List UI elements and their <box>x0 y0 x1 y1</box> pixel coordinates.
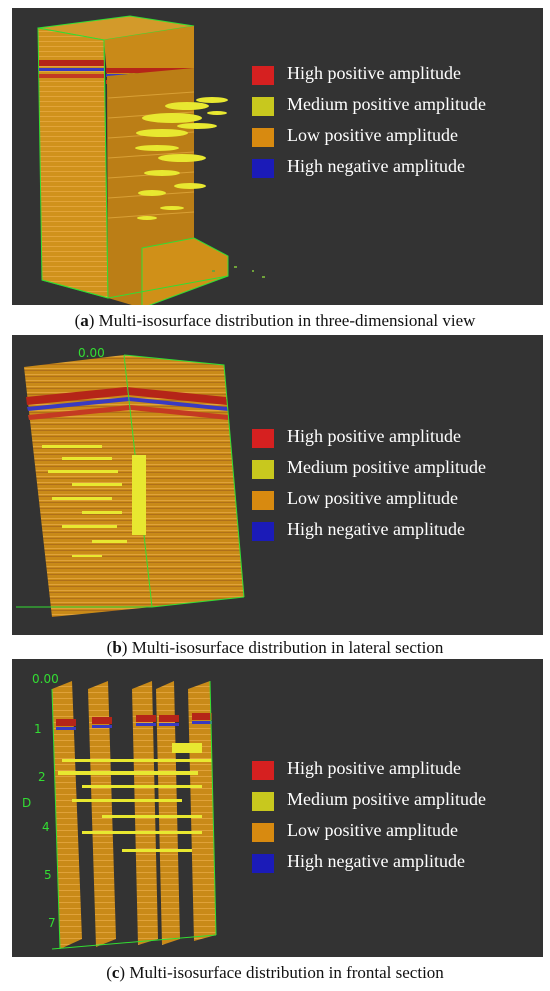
legend-label: Low positive amplitude <box>287 488 458 508</box>
legend-swatch-high-negative <box>252 522 274 541</box>
panel-frontal-section: 0.00 1 2 D 4 5 7 <box>12 659 543 957</box>
legend-swatch-high-positive <box>252 429 274 448</box>
isosurface-streaks <box>58 743 212 852</box>
axis-tick: 4 <box>42 820 50 834</box>
legend: High positive amplitude Medium positive … <box>252 757 537 881</box>
isosurface-streaks <box>42 445 146 557</box>
legend-label: Low positive amplitude <box>287 820 458 840</box>
legend-item: Low positive amplitude <box>252 819 537 850</box>
axis-tick: 7 <box>48 916 56 930</box>
legend-item: Low positive amplitude <box>252 487 537 518</box>
lateral-section-image: 0.00 <box>16 346 245 617</box>
axis-tick: 5 <box>44 868 52 882</box>
legend-item: High negative amplitude <box>252 850 537 881</box>
legend-label: Low positive amplitude <box>287 125 458 145</box>
legend-label: Medium positive amplitude <box>287 789 486 809</box>
isosurface-cluster <box>135 97 228 220</box>
legend-swatch-high-positive <box>252 761 274 780</box>
legend-label: High negative amplitude <box>287 519 465 539</box>
panel-lateral-section: 0.00 <box>12 335 543 635</box>
legend-swatch-low-positive <box>252 128 274 147</box>
caption-b: (b) Multi-isosurface distribution in lat… <box>106 638 444 657</box>
legend-label: High positive amplitude <box>287 426 461 446</box>
axis-zero-label: 0.00 <box>32 672 59 686</box>
legend-swatch-medium-positive <box>252 97 274 116</box>
legend-item: Low positive amplitude <box>252 124 537 155</box>
panel-3d-view: High positive amplitude Medium positive … <box>12 8 543 305</box>
volume-3d-image <box>37 15 265 305</box>
legend-item: High negative amplitude <box>252 155 537 186</box>
legend-swatch-medium-positive <box>252 460 274 479</box>
legend: High positive amplitude Medium positive … <box>252 62 537 186</box>
legend-label: High positive amplitude <box>287 63 461 83</box>
frontal-section-image: 0.00 1 2 D 4 5 7 <box>22 672 217 950</box>
legend-label: High positive amplitude <box>287 758 461 778</box>
legend-swatch-high-positive <box>252 66 274 85</box>
legend-item: Medium positive amplitude <box>252 93 537 124</box>
legend-label: High negative amplitude <box>287 851 465 871</box>
legend-item: High positive amplitude <box>252 425 537 456</box>
axis-zero-label: 0.00 <box>78 346 105 360</box>
legend-swatch-medium-positive <box>252 792 274 811</box>
legend-item: Medium positive amplitude <box>252 788 537 819</box>
legend-swatch-low-positive <box>252 823 274 842</box>
caption-a: (a) Multi-isosurface distribution in thr… <box>74 311 476 330</box>
legend-item: High negative amplitude <box>252 518 537 549</box>
legend-item: High positive amplitude <box>252 757 537 788</box>
legend-swatch-low-positive <box>252 491 274 510</box>
legend-item: High positive amplitude <box>252 62 537 93</box>
legend: High positive amplitude Medium positive … <box>252 425 537 549</box>
legend-item: Medium positive amplitude <box>252 456 537 487</box>
caption-c: (c) Multi-isosurface distribution in fro… <box>106 963 444 982</box>
axis-tick: 2 <box>38 770 46 784</box>
legend-label: Medium positive amplitude <box>287 457 486 477</box>
legend-swatch-high-negative <box>252 159 274 178</box>
axis-tick: 1 <box>34 722 42 736</box>
legend-label: Medium positive amplitude <box>287 94 486 114</box>
axis-label: D <box>22 796 31 810</box>
legend-label: High negative amplitude <box>287 156 465 176</box>
legend-swatch-high-negative <box>252 854 274 873</box>
